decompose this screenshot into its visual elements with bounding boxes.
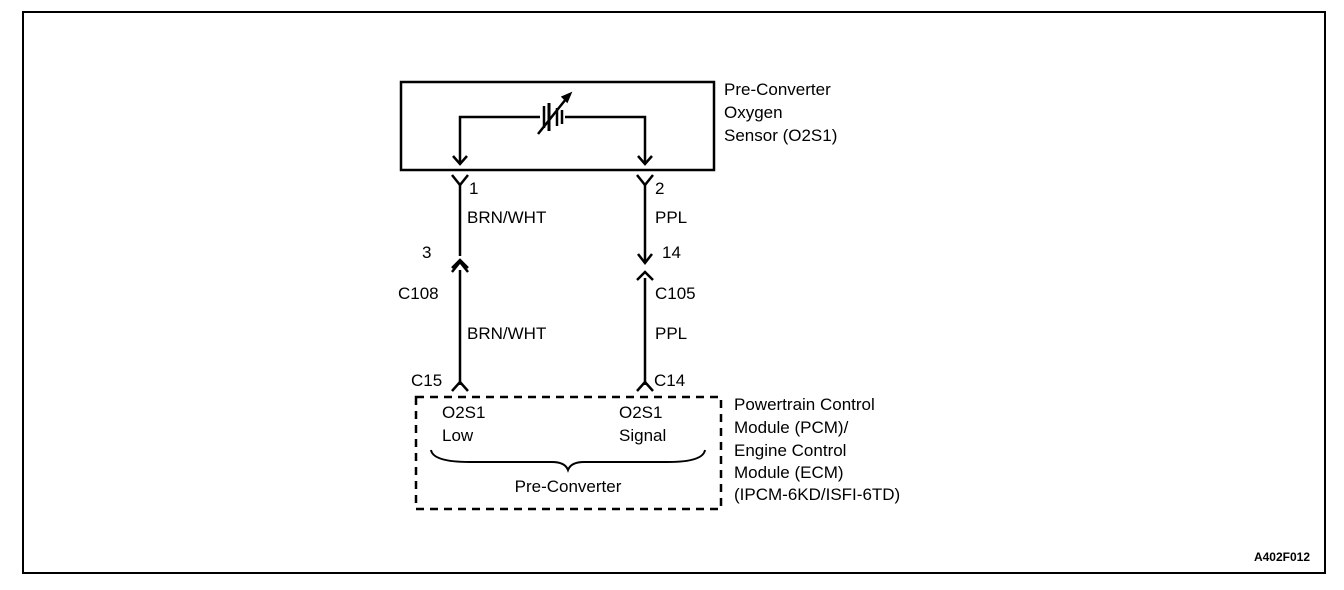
terminal-signal-line-2: Signal xyxy=(619,426,666,445)
module-name-line-3: Engine Control xyxy=(734,441,846,460)
wire-color-left-lower: BRN/WHT xyxy=(467,324,546,343)
pre-converter-group-label: Pre-Converter xyxy=(515,477,622,496)
module-name-line-5: (IPCM-6KD/ISFI-6TD) xyxy=(734,485,900,504)
module-name-line-1: Powertrain Control xyxy=(734,395,875,414)
terminal-low-line-1: O2S1 xyxy=(442,403,485,422)
sensor-name-line-1: Pre-Converter xyxy=(724,80,831,99)
pin-3-label: 3 xyxy=(422,243,431,262)
pin-2-label: 2 xyxy=(655,179,664,198)
sensor-connector-pins xyxy=(451,174,654,188)
figure-code: A402F012 xyxy=(1254,550,1310,564)
wire-color-right-upper: PPL xyxy=(655,208,687,227)
connector-c108: C108 xyxy=(398,284,439,303)
pin-1-label: 1 xyxy=(469,179,478,198)
wire-color-right-lower: PPL xyxy=(655,324,687,343)
sensor-box xyxy=(399,80,716,172)
connector-c15: C15 xyxy=(411,371,442,390)
pin-14-label: 14 xyxy=(662,243,681,262)
module-name-line-4: Module (ECM) xyxy=(734,463,844,482)
lower-wires xyxy=(451,270,654,392)
inline-connectors xyxy=(451,258,654,281)
diagram-frame xyxy=(22,11,1326,574)
sensor-name-line-2: Oxygen xyxy=(724,103,783,122)
sensor-name-line-3: Sensor (O2S1) xyxy=(724,126,837,145)
terminal-signal-line-1: O2S1 xyxy=(619,403,662,422)
terminal-low-line-2: Low xyxy=(442,426,474,445)
sensor-element-icon xyxy=(452,91,653,166)
upper-wires xyxy=(458,185,653,266)
connector-c14: C14 xyxy=(654,371,685,390)
wire-color-left-upper: BRN/WHT xyxy=(467,208,546,227)
module-box xyxy=(414,395,723,511)
module-name-line-2: Module (PCM)/ xyxy=(734,418,849,437)
connector-c105: C105 xyxy=(655,284,696,303)
brace xyxy=(430,449,706,473)
